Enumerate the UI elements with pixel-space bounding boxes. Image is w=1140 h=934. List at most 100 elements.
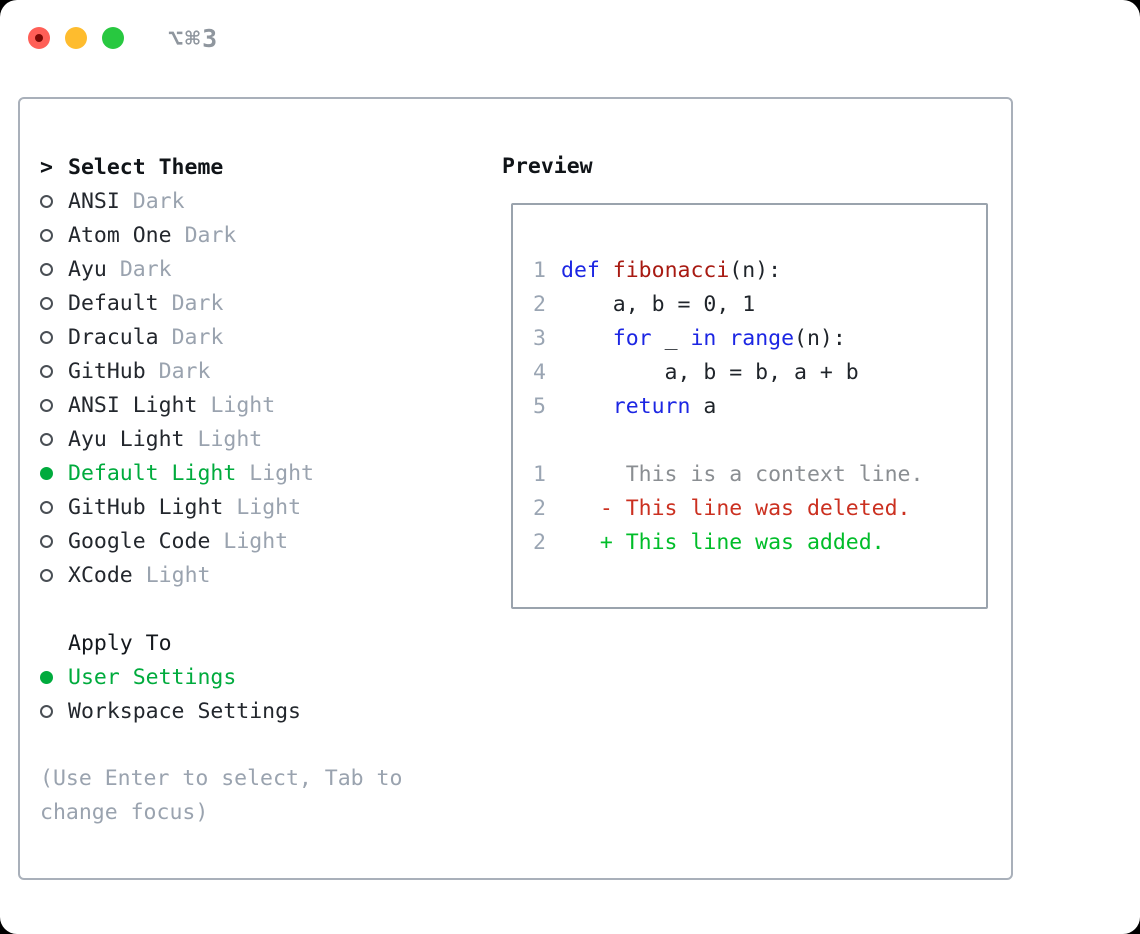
- code-token-ctx: This is a context line.: [561, 462, 924, 487]
- theme-name: Ayu: [68, 256, 107, 282]
- code-token-kw: range: [729, 326, 795, 351]
- code-token-kw: for: [612, 326, 652, 351]
- code-token-kw: return: [612, 394, 691, 419]
- code-token-pl: [600, 258, 613, 283]
- theme-variant: Light: [210, 392, 276, 418]
- radio-icon: [40, 194, 53, 208]
- theme-name: Atom One: [68, 222, 172, 248]
- theme-name: Ayu Light: [68, 426, 185, 452]
- theme-item[interactable]: Default Dark: [40, 286, 450, 320]
- window-title: ⌥⌘3: [168, 24, 220, 53]
- theme-item[interactable]: XCode Light: [40, 558, 450, 592]
- code-blank-line: [533, 424, 986, 458]
- radio-icon: [40, 534, 53, 548]
- radio-selected-icon: [40, 670, 53, 684]
- minimize-button[interactable]: [65, 27, 87, 49]
- theme-item[interactable]: Google Code Light: [40, 524, 450, 558]
- code-token-pl: [716, 326, 729, 351]
- apply-to-label: Apply To: [68, 630, 172, 656]
- code-token-fn: fibonacci: [612, 258, 730, 283]
- radio-icon: [40, 568, 53, 582]
- theme-variant: Light: [145, 562, 211, 588]
- radio-icon: [40, 398, 53, 412]
- theme-item[interactable]: Ayu Light Light: [40, 422, 450, 456]
- apply-to-header: Apply To: [40, 626, 450, 660]
- close-dot-icon: [35, 34, 43, 42]
- zoom-button[interactable]: [102, 27, 124, 49]
- code-token-pl: a, b = 0, 1: [561, 292, 756, 317]
- line-number: 4: [533, 360, 546, 385]
- theme-name: XCode: [68, 562, 133, 588]
- code-token-pl: a, b = b, a + b: [561, 360, 859, 385]
- code-line: 2 + This line was added.: [533, 526, 986, 560]
- line-number: 1: [533, 462, 546, 487]
- close-button[interactable]: [28, 27, 50, 49]
- theme-item[interactable]: GitHub Light Light: [40, 490, 450, 524]
- code-token-pl: a: [690, 394, 717, 419]
- theme-variant: Dark: [171, 324, 224, 350]
- theme-name: ANSI Light: [68, 392, 198, 418]
- line-number: 2: [533, 292, 546, 317]
- line-number: 2: [533, 496, 546, 521]
- cursor-caret: >: [40, 154, 53, 180]
- code-line: 3 for _ in range(n):: [533, 322, 986, 356]
- code-token-del: - This line was deleted.: [561, 496, 911, 521]
- code-token-pl: _: [651, 326, 691, 351]
- theme-item[interactable]: ANSI Light Light: [40, 388, 450, 422]
- radio-icon: [40, 296, 53, 310]
- theme-variant: Dark: [171, 290, 224, 316]
- theme-name: GitHub: [68, 358, 146, 384]
- code-token-kw: in: [690, 326, 717, 351]
- code-line: 5 return a: [533, 390, 986, 424]
- radio-icon: [40, 364, 53, 378]
- theme-variant: Dark: [119, 256, 172, 282]
- code-line: 4 a, b = b, a + b: [533, 356, 986, 390]
- theme-item[interactable]: Default Light Light: [40, 456, 450, 490]
- theme-name: Default Light: [68, 460, 237, 486]
- apply-option[interactable]: Workspace Settings: [40, 694, 450, 728]
- code-line: 1 def fibonacci(n):: [533, 254, 986, 288]
- theme-item[interactable]: GitHub Dark: [40, 354, 450, 388]
- theme-variant: Light: [197, 426, 263, 452]
- theme-name: GitHub Light: [68, 494, 224, 520]
- apply-option[interactable]: User Settings: [40, 660, 450, 694]
- theme-item[interactable]: Atom One Dark: [40, 218, 450, 252]
- radio-icon: [40, 330, 53, 344]
- code-token-pl: (n):: [729, 258, 782, 283]
- theme-variant: Light: [223, 528, 289, 554]
- theme-name: ANSI: [68, 188, 120, 214]
- theme-name: Google Code: [68, 528, 211, 554]
- radio-icon: [40, 228, 53, 242]
- line-number: 1: [533, 258, 546, 283]
- theme-item[interactable]: Ayu Dark: [40, 252, 450, 286]
- radio-icon: [40, 262, 53, 276]
- line-number: 2: [533, 530, 546, 555]
- theme-variant: Dark: [158, 358, 211, 384]
- spacer: [40, 592, 450, 626]
- code-line: 2 a, b = 0, 1: [533, 288, 986, 322]
- select-theme-header: > Select Theme: [40, 150, 450, 184]
- keyboard-hint: (Use Enter to select, Tab to change focu…: [40, 766, 403, 825]
- line-number: 3: [533, 326, 546, 351]
- titlebar: ⌥⌘3: [0, 0, 1140, 76]
- theme-variant: Dark: [184, 222, 237, 248]
- apply-option-label: User Settings: [68, 664, 237, 690]
- radio-icon: [40, 704, 53, 718]
- preview-title: Preview: [502, 154, 593, 179]
- code-token-kw: def: [561, 258, 600, 283]
- radio-selected-icon: [40, 466, 53, 480]
- theme-name: Default: [68, 290, 159, 316]
- theme-variant: Light: [236, 494, 302, 520]
- line-number: 5: [533, 394, 546, 419]
- theme-variant: Light: [249, 460, 315, 486]
- code-token-pl: [561, 326, 613, 351]
- radio-icon: [40, 500, 53, 514]
